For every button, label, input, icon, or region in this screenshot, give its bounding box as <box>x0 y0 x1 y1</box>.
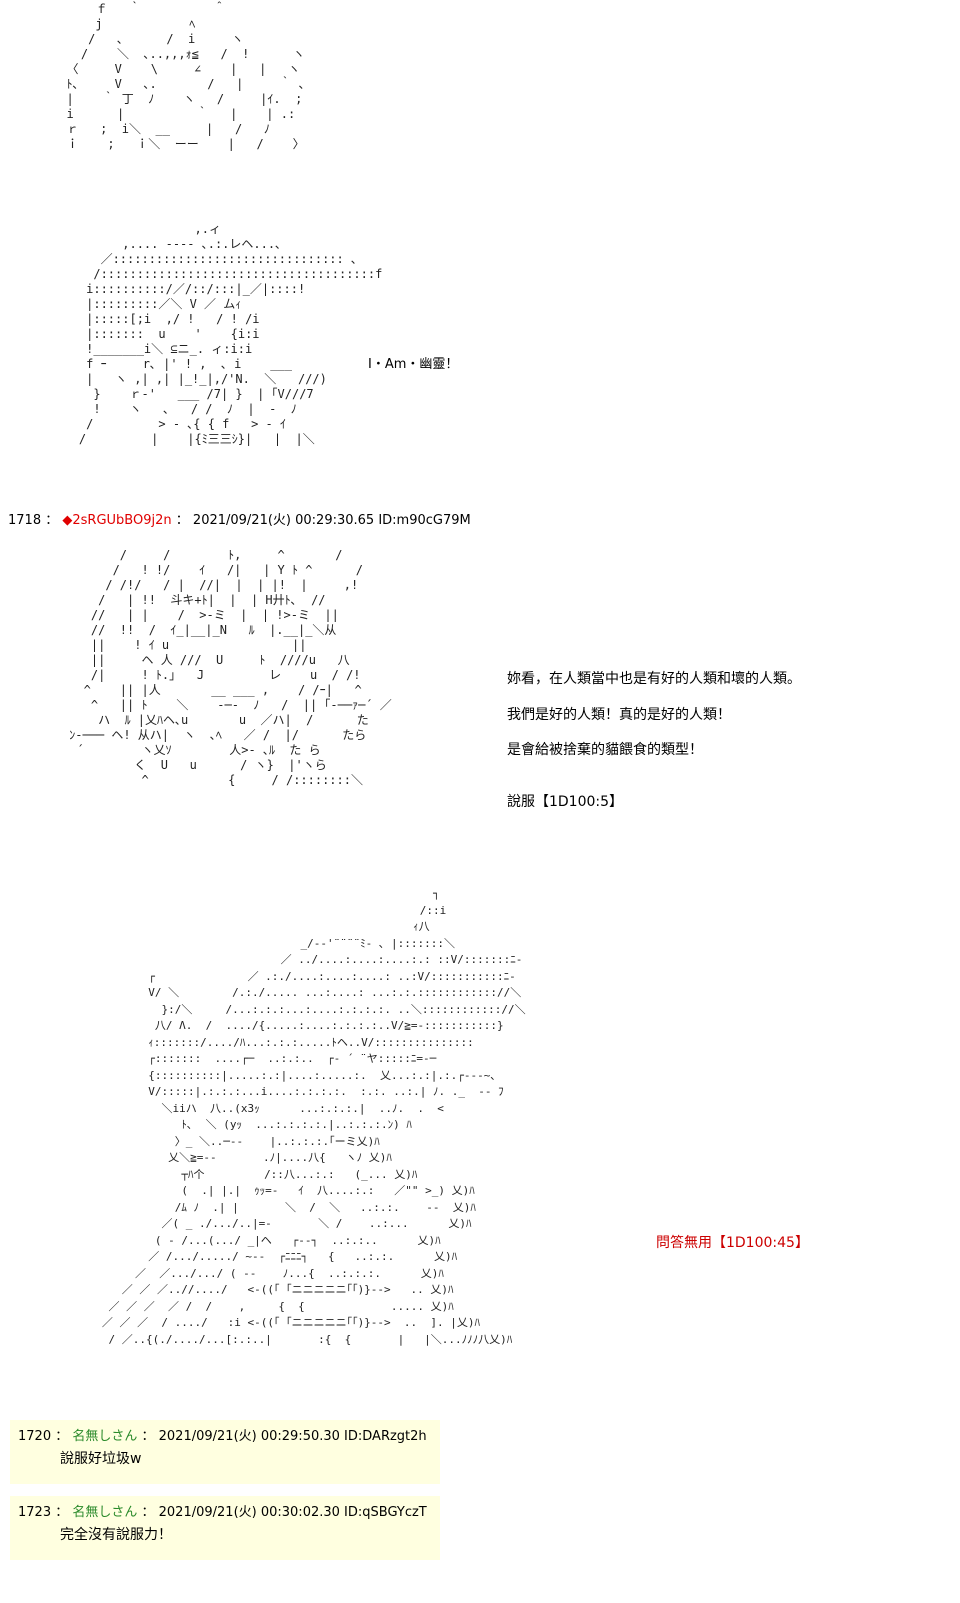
dice-roll-no-debate: 問答無用【1D100:45】 <box>656 1235 809 1251</box>
post-header-1718: 1718 ： ◆2sRGUbBO9j2n ： 2021/09/21(火) 00:… <box>8 512 471 530</box>
reply-1723: 1723 ： 名無しさん ： 2021/09/21(火) 00:30:02.30… <box>10 1496 440 1560</box>
ascii-art-pitch-girl: / / ﾄ, ^ / / ! !/ ｲ /| | Y ﾄ ^ / / /!/ /… <box>69 548 392 787</box>
reply-1720: 1720 ： 名無しさん ： 2021/09/21(火) 00:29:50.30… <box>10 1420 440 1484</box>
post-separator: ： <box>175 513 189 528</box>
speech-line-1: 妳看，在人類當中也是有好的人類和壞的人類。 <box>507 671 801 687</box>
ascii-art-top-fragment: ｆ ｀ ＾ j ﾍ / ､ / i ヽ / ＼ ､..,,,ｫ≦ / ! ヽ 〈… <box>66 2 305 151</box>
post-date: 2021/09/21(火) 00:30:02.30 <box>158 1505 340 1520</box>
speech-ghost-line: I・Am・幽靈！ <box>368 357 459 372</box>
post-date: 2021/09/21(火) 00:29:50.30 <box>158 1429 340 1444</box>
poster-name: 名無しさん <box>72 1429 138 1444</box>
post-separator: ： <box>45 513 59 528</box>
post-number: 1718 <box>8 513 42 528</box>
dice-roll-persuade: 說服【1D100:5】 <box>507 794 624 810</box>
post-id[interactable]: ID:qSBGYczT <box>344 1505 427 1520</box>
post-id[interactable]: ID:m90cG79M <box>378 513 471 528</box>
poster-name: 名無しさん <box>72 1505 138 1520</box>
reply-body: 說服好垃圾w <box>60 1451 142 1467</box>
speech-line-3: 是會給被捨棄的貓餵食的類型！ <box>507 742 703 758</box>
reply-body: 完全沒有說服力！ <box>60 1527 172 1543</box>
post-number: 1720 <box>18 1429 52 1444</box>
poster-trip[interactable]: ◆2sRGUbBO9j2n <box>62 513 172 528</box>
ascii-art-noise-girl: ┐ /::i ｨ八 _/‐‐'¨¨¨¨ﾐ‐ ､ |:::::::＼ ／ <box>101 887 526 1346</box>
speech-line-2: 我們是好的人類！真的是好的人類！ <box>507 707 731 723</box>
ascii-art-ghost: ,.ィ ,.... -‐‐‐ ､.:.レヘ...､ ／:::::::::::::… <box>78 222 383 446</box>
reply-header: 1720 ： 名無しさん ： 2021/09/21(火) 00:29:50.30… <box>18 1429 427 1444</box>
post-number: 1723 <box>18 1505 52 1520</box>
reply-header: 1723 ： 名無しさん ： 2021/09/21(火) 00:30:02.30… <box>18 1505 427 1520</box>
post-date: 2021/09/21(火) 00:29:30.65 <box>192 513 375 528</box>
post-id[interactable]: ID:DARzgt2h <box>344 1429 427 1444</box>
